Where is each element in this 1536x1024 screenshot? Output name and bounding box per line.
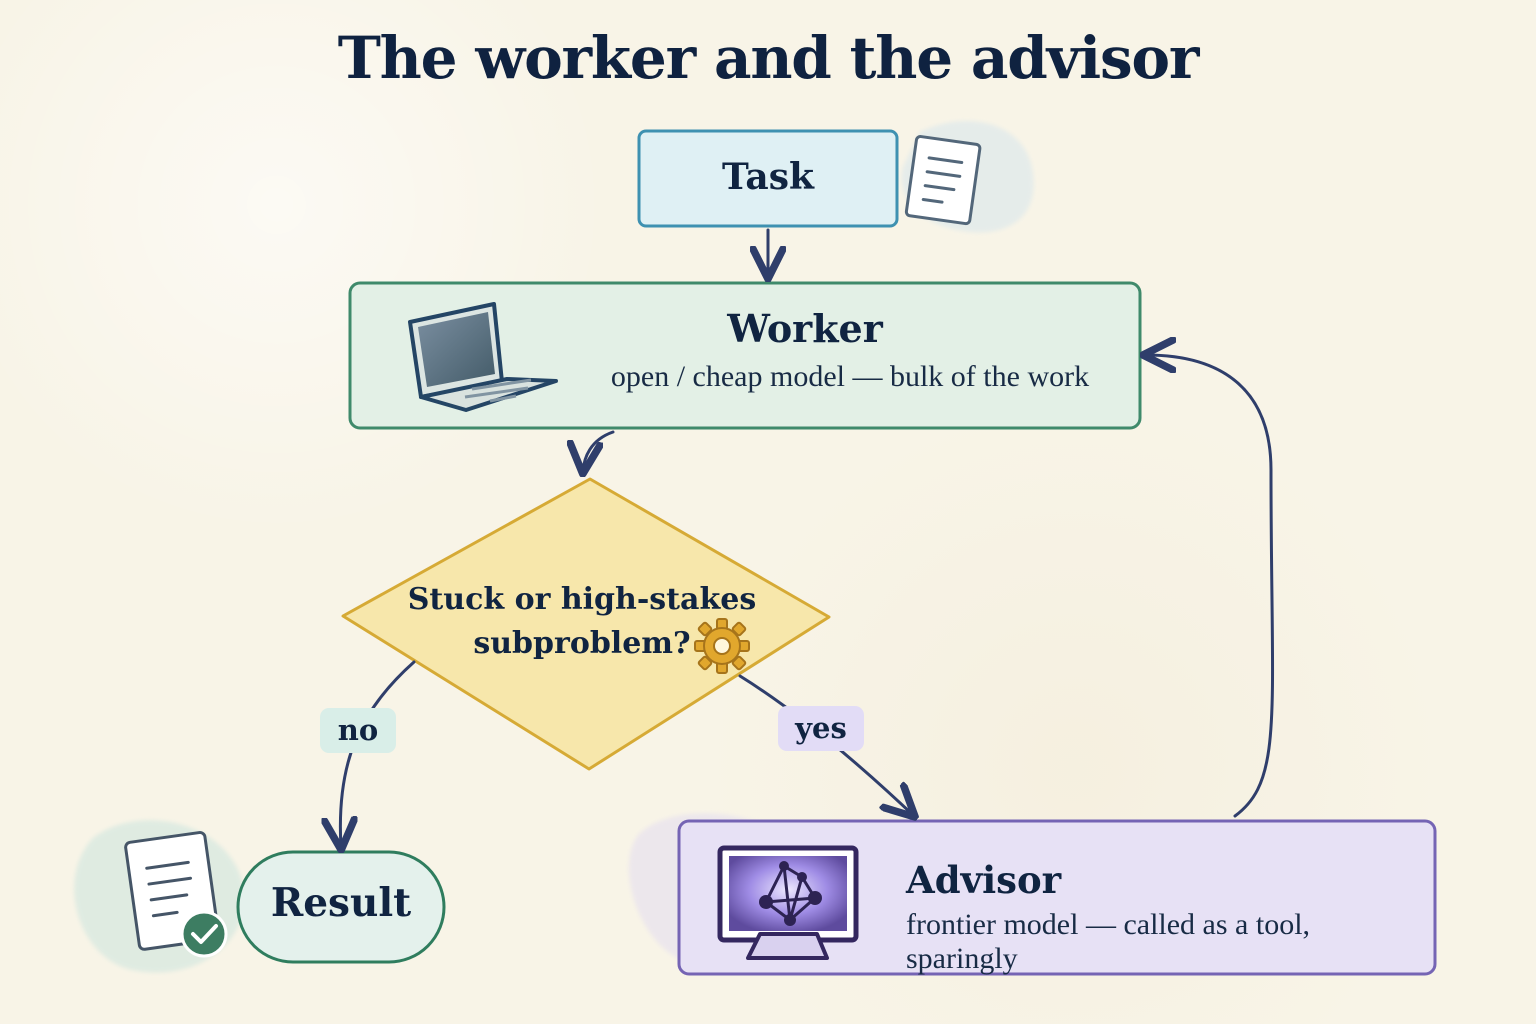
decision-line-2: subproblem? <box>473 626 691 661</box>
worker-label: Worker <box>727 306 883 351</box>
decision-line-1: Stuck or high-stakes <box>407 582 757 617</box>
decision-diamond <box>341 477 831 771</box>
diagram-title: The worker and the advisor <box>337 24 1200 92</box>
advisor-to-worker-feedback-connector <box>1146 355 1275 818</box>
worker-to-decision-connector <box>583 430 615 471</box>
decision-to-result-connector <box>340 660 416 847</box>
laptop-icon <box>408 302 558 412</box>
approved-document-icon <box>124 831 228 958</box>
advisor-label: Advisor <box>906 858 1062 902</box>
task-label: Task <box>722 156 814 198</box>
decision-question: Stuck or high-stakes subproblem? <box>402 578 762 666</box>
yes-edge-label: yes <box>778 706 864 751</box>
result-label: Result <box>270 880 412 926</box>
advisor-description: frontier model — called as a tool, spari… <box>906 908 1311 975</box>
task-box <box>637 129 899 228</box>
network-monitor-icon <box>717 845 859 960</box>
no-edge-label: no <box>320 708 396 753</box>
advisor-box <box>677 819 1437 976</box>
gear-icon <box>694 618 750 674</box>
document-icon <box>904 135 982 226</box>
worker-description: open / cheap model — bulk of the work <box>610 360 1090 393</box>
